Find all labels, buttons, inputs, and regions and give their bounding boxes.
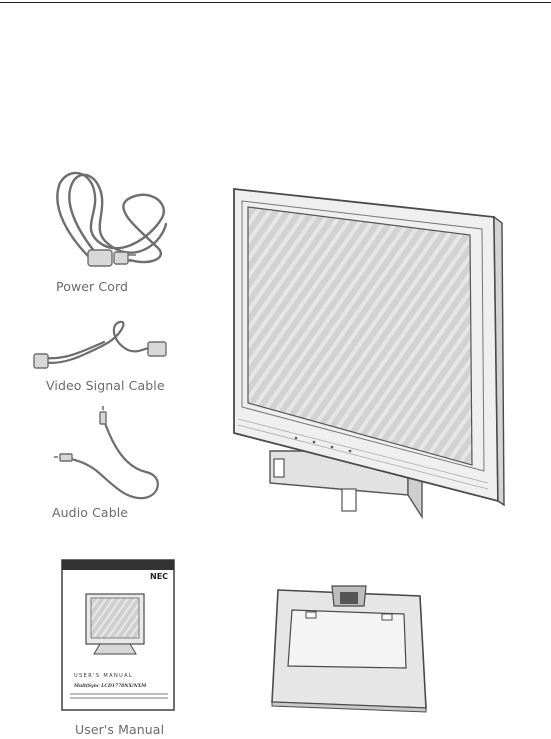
manual-product-name: MultiSync LCD1770NX/NXM (74, 684, 147, 689)
audio-cable-illustration (54, 406, 159, 500)
power-cord-illustration (56, 171, 168, 267)
manual-heading: USER'S MANUAL (74, 673, 134, 679)
top-rule (0, 2, 551, 3)
stand-base-illustration (271, 585, 427, 713)
manual-brand-logo: NEC (150, 572, 169, 581)
audio-cable-label: Audio Cable (52, 505, 129, 520)
power-cord-label: Power Cord (56, 279, 128, 294)
video-cable-illustration (33, 320, 167, 369)
users-manual-illustration (61, 559, 175, 711)
video-cable-label: Video Signal Cable (46, 378, 165, 393)
lcd-monitor-illustration (233, 187, 505, 520)
users-manual-label: User's Manual (75, 722, 165, 737)
